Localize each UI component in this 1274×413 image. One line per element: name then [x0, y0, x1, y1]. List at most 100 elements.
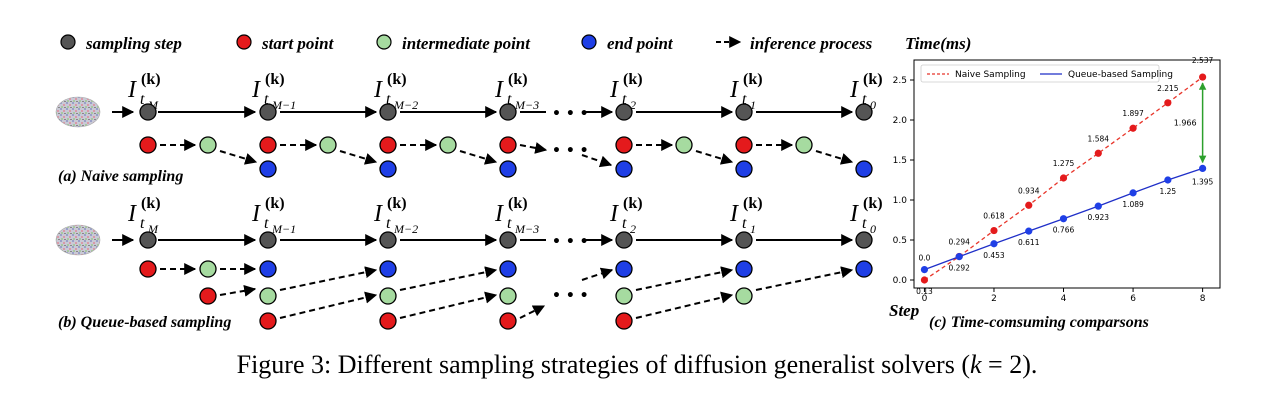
- point-label: 1.275: [1053, 159, 1075, 168]
- y-tick-label: 2.0: [893, 116, 908, 126]
- point-label: 2.215: [1157, 84, 1179, 93]
- svg-text:t: t: [264, 215, 269, 232]
- y-tick-label: 1.5: [893, 156, 907, 166]
- naive-point: [1199, 73, 1207, 81]
- point-labels: 0.130.2940.6180.9341.2751.5841.8972.2152…: [916, 56, 1213, 296]
- svg-text:(k): (k): [743, 195, 763, 212]
- svg-text:t: t: [862, 91, 867, 108]
- point-label: 0.453: [983, 251, 1005, 260]
- legend-intermediate-dot: [376, 34, 392, 50]
- queue-point: [1025, 227, 1033, 235]
- svg-text:t: t: [622, 215, 627, 232]
- point-label: 0.618: [983, 212, 1005, 221]
- x-ticks: 0 2 4 6 8: [922, 288, 1206, 304]
- point-label: 1.089: [1122, 200, 1144, 209]
- svg-text:I: I: [729, 77, 739, 103]
- svg-text:I: I: [494, 77, 504, 103]
- svg-text:(k): (k): [743, 71, 763, 88]
- y-tick-label: 1.0: [893, 196, 908, 206]
- legend-start-label: start point: [261, 34, 335, 53]
- svg-text:M−3: M−3: [514, 222, 539, 236]
- svg-text:I: I: [849, 77, 859, 103]
- point-label: 1.897: [1122, 109, 1144, 118]
- queue-point: [920, 266, 929, 274]
- point-label: 0.292: [948, 264, 970, 273]
- queue-point: [955, 253, 963, 261]
- svg-text:(k): (k): [863, 71, 883, 88]
- legend-step-label: sampling step: [85, 34, 182, 53]
- panel-a: • • • • • • (a: [55, 96, 873, 185]
- figure-caption: Figure 3: Different sampling strategies …: [236, 350, 1038, 379]
- y-tick-label: 0.5: [893, 236, 907, 246]
- point-label: 0.294: [948, 237, 970, 246]
- svg-text:M−3: M−3: [514, 98, 539, 112]
- svg-text:M−2: M−2: [393, 222, 418, 236]
- x-tick-label: 8: [1200, 294, 1206, 304]
- svg-text:I: I: [609, 201, 619, 227]
- svg-text:t: t: [622, 91, 627, 108]
- svg-text:t: t: [507, 215, 512, 232]
- svg-text:t: t: [264, 91, 269, 108]
- svg-text:t: t: [742, 91, 747, 108]
- legend-queue-label: Queue-based Sampling: [1068, 70, 1173, 80]
- step-labels-a: I(k)tM I(k)tM−1 I(k)tM−2 I(k)tM−3 I(k)t2…: [127, 71, 883, 112]
- svg-text:(k): (k): [508, 195, 528, 212]
- naive-point: [920, 276, 929, 284]
- svg-text:0: 0: [870, 98, 876, 112]
- chart-legend: Naive Sampling Queue-based Sampling: [920, 64, 1173, 83]
- queue-point: [990, 240, 998, 248]
- ellipsis: • • •: [552, 234, 589, 250]
- noise-image: [55, 224, 101, 256]
- naive-point: [990, 226, 998, 235]
- queue-point: [1129, 189, 1137, 197]
- svg-text:(k): (k): [863, 195, 883, 212]
- y-tick-label: 2.5: [893, 76, 907, 86]
- y-axis-label: Time(ms): [905, 34, 971, 53]
- ellipsis: • • •: [552, 288, 589, 304]
- svg-text:(k): (k): [508, 71, 528, 88]
- svg-text:I: I: [609, 77, 619, 103]
- x-tick-label: 4: [1061, 294, 1067, 304]
- svg-text:I: I: [729, 201, 739, 227]
- point-label: 0.13: [916, 287, 933, 296]
- point-label: 1.584: [1088, 134, 1110, 143]
- legend: sampling step start point intermediate p…: [60, 34, 873, 53]
- svg-text:t: t: [742, 215, 747, 232]
- difference-arrow: 1.966: [1174, 82, 1207, 164]
- svg-text:(k): (k): [265, 195, 285, 212]
- legend-naive-label: Naive Sampling: [955, 70, 1026, 80]
- x-tick-label: 6: [1130, 294, 1136, 304]
- svg-text:(k): (k): [387, 195, 407, 212]
- legend-inference-label: inference process: [750, 34, 873, 53]
- svg-text:0: 0: [870, 222, 876, 236]
- panel-b-label: (b) Queue-based sampling: [58, 314, 231, 331]
- naive-point: [1094, 149, 1102, 157]
- svg-text:(k): (k): [265, 71, 285, 88]
- svg-text:I: I: [494, 201, 504, 227]
- legend-step-dot: [60, 34, 76, 50]
- x-tick-label: 0: [922, 294, 928, 304]
- x-tick-label: 2: [991, 294, 997, 304]
- svg-text:t: t: [386, 215, 391, 232]
- plot-frame: [913, 59, 1221, 289]
- svg-text:I: I: [127, 201, 137, 227]
- panel-b: • • • • • •: [55, 224, 873, 331]
- svg-text:M−1: M−1: [271, 98, 296, 112]
- point-label: 0.934: [1018, 186, 1040, 195]
- svg-text:I: I: [127, 77, 137, 103]
- svg-text:(k): (k): [141, 71, 161, 88]
- svg-text:(k): (k): [623, 195, 643, 212]
- panel-a-label: (a) Naive sampling: [58, 168, 183, 185]
- naive-point: [1059, 174, 1068, 182]
- svg-text:I: I: [373, 77, 383, 103]
